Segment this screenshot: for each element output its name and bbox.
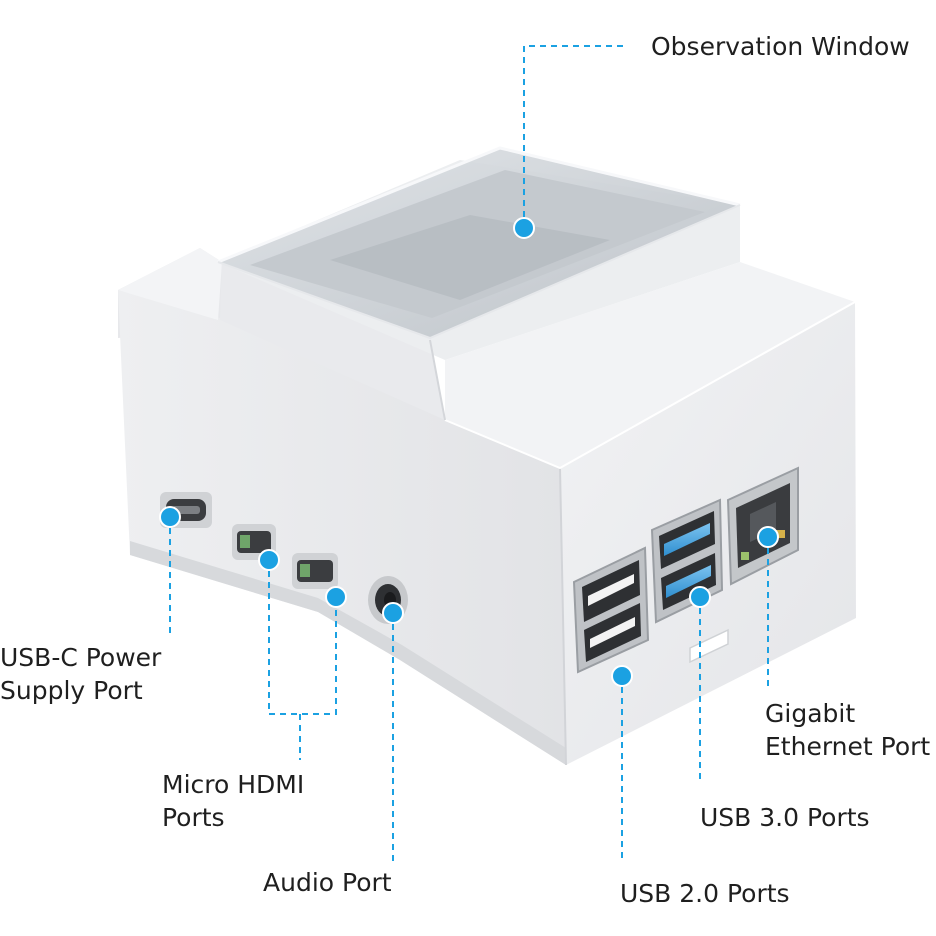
enclosure-shoulder-right: [445, 262, 855, 468]
observation-window: [217, 146, 741, 340]
dot-micro-hdmi-2: [325, 586, 347, 608]
enclosure-bottom-rail: [130, 541, 566, 765]
callout-dots: [159, 217, 779, 687]
dot-usb2: [611, 665, 633, 687]
label-micro-hdmi-line1: Micro HDMI: [162, 770, 305, 799]
dot-observation-window: [513, 217, 535, 239]
label-usb-2: USB 2.0 Ports: [620, 879, 790, 908]
gigabit-ethernet-port: [726, 466, 799, 586]
leader-micro-hdmi: [268, 560, 337, 760]
enclosure-left-face: [118, 290, 566, 765]
leader-observation-window: [523, 45, 628, 228]
dot-usb-c: [159, 506, 181, 528]
label-audio-port: Audio Port: [263, 868, 392, 897]
enclosure-raised-face: [220, 262, 445, 420]
dot-audio: [382, 602, 404, 624]
label-gigabit-ethernet: Gigabit Ethernet Port: [765, 697, 930, 763]
label-usb-c-power: USB-C Power Supply Port: [0, 641, 161, 707]
label-gigabit-ethernet-line2: Ethernet Port: [765, 732, 931, 761]
label-observation-window: Observation Window: [651, 32, 910, 61]
label-micro-hdmi: Micro HDMI Ports: [162, 768, 304, 834]
micro-hdmi-port-2: [292, 553, 338, 589]
usb-2-ports: [572, 546, 650, 674]
label-usb-c-power-line2: Supply Port: [0, 676, 143, 705]
dot-micro-hdmi-1: [258, 549, 280, 571]
enclosure-shoulder-left: [118, 248, 222, 320]
label-micro-hdmi-line2: Ports: [162, 803, 225, 832]
label-usb-c-power-line1: USB-C Power: [0, 643, 162, 672]
callout-leaders: [169, 45, 769, 862]
usb-3-ports: [650, 498, 724, 624]
label-usb-3: USB 3.0 Ports: [700, 803, 870, 832]
dot-usb3: [689, 586, 711, 608]
label-gigabit-ethernet-line1: Gigabit: [765, 699, 856, 728]
dot-ethernet: [757, 526, 779, 548]
